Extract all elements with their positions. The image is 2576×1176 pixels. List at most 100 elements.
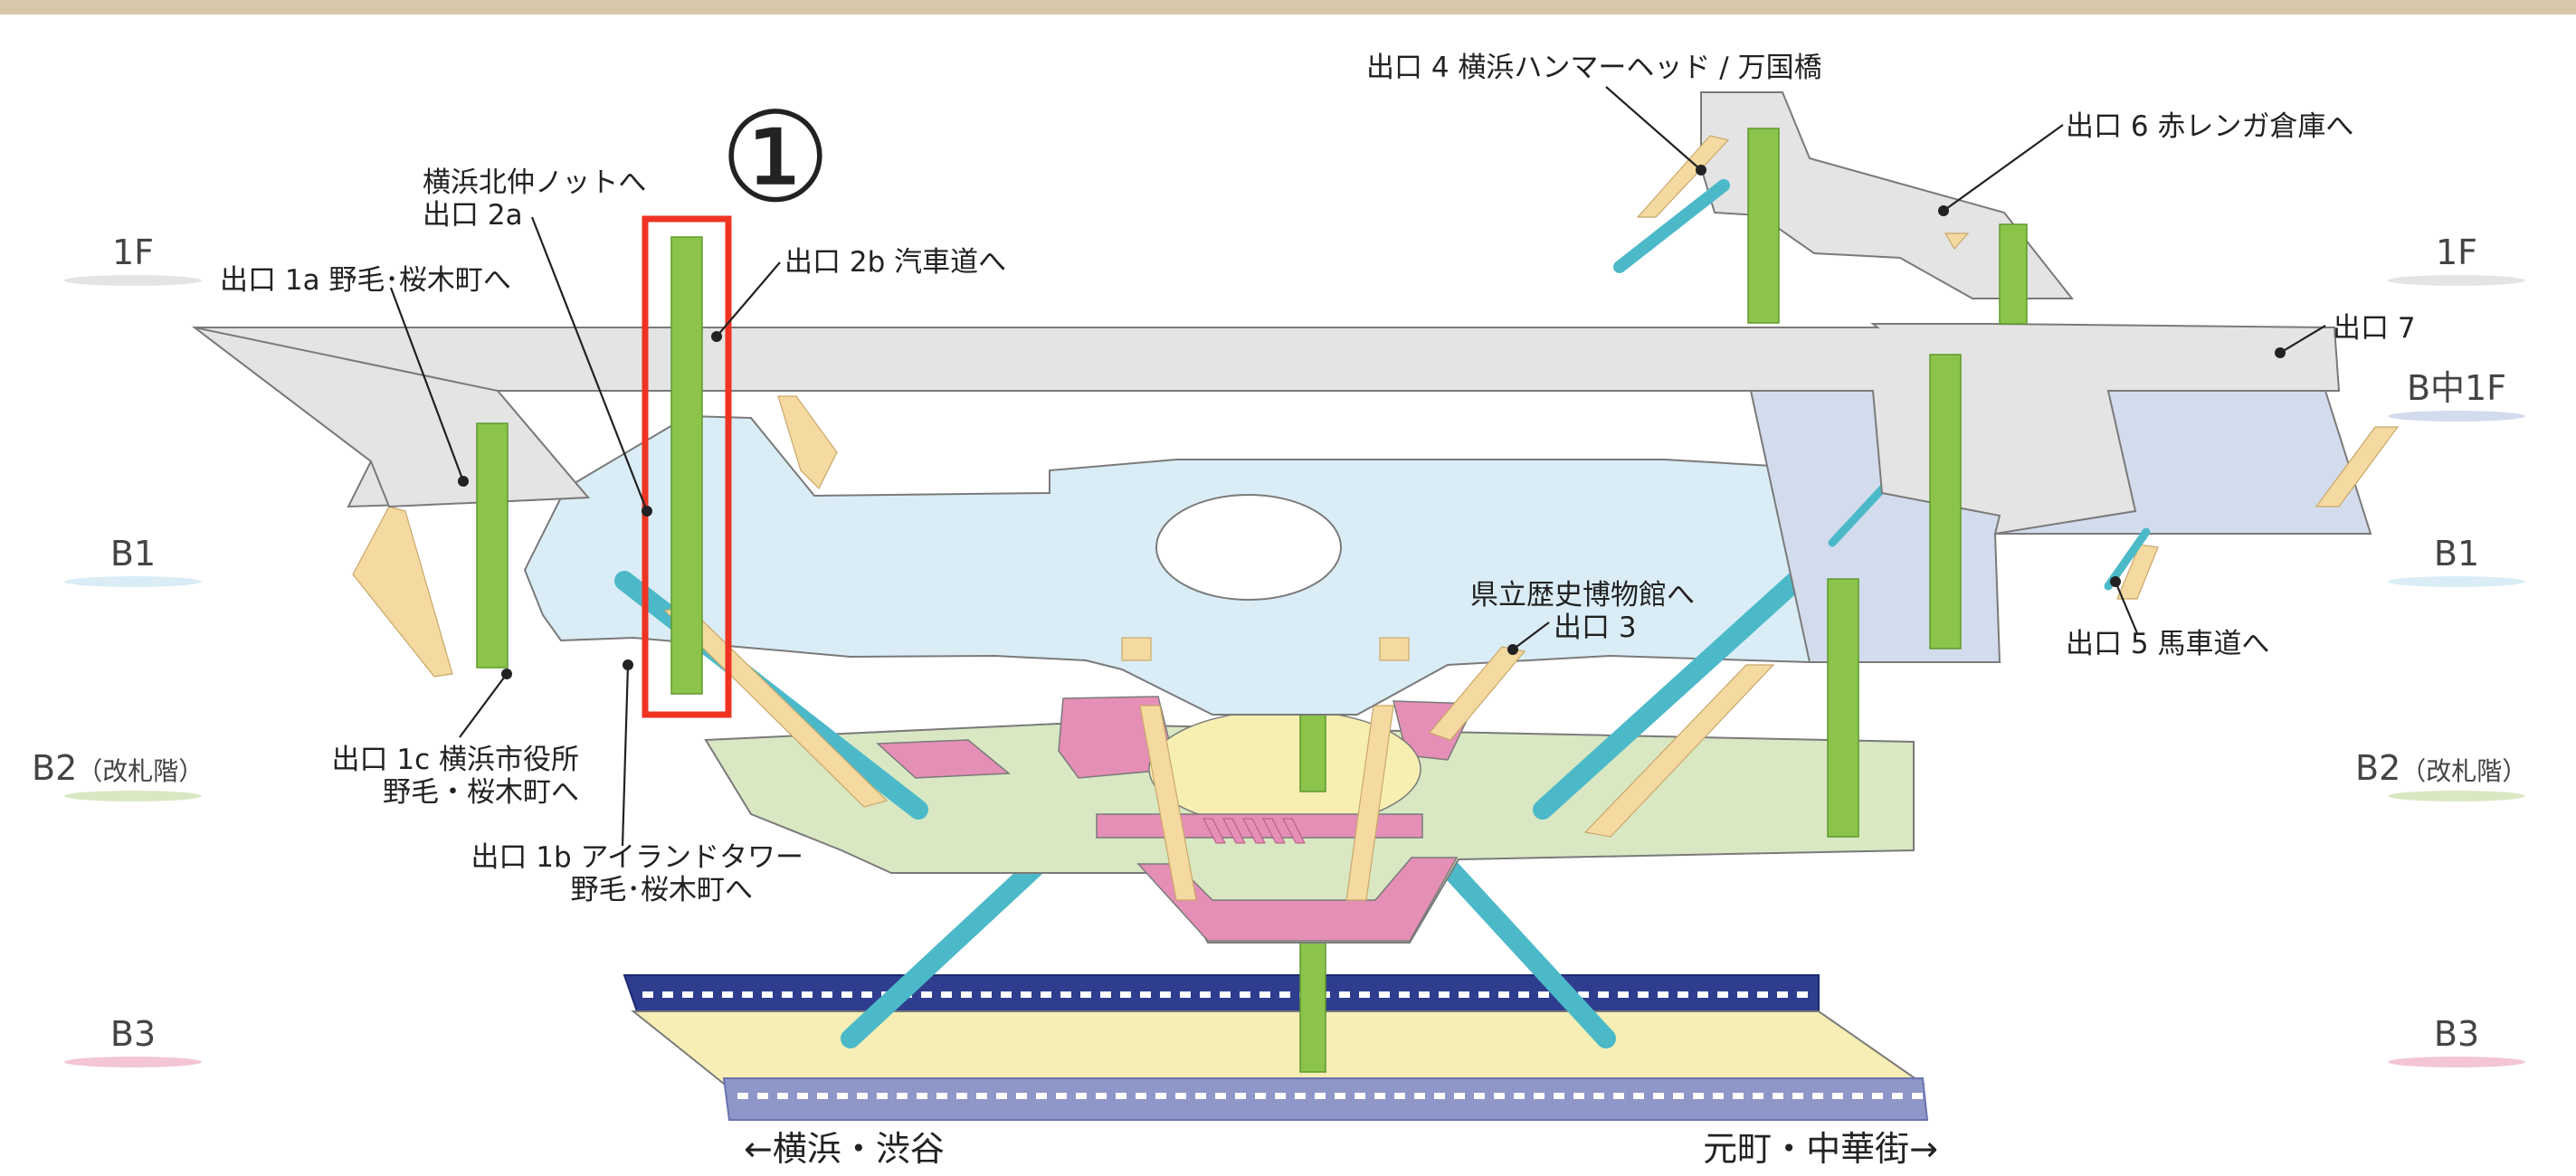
train-window [1753, 1093, 1763, 1099]
train-window [1777, 991, 1788, 998]
elevator-exit-1a [476, 422, 509, 669]
floor-label-1f-left: 1F [112, 232, 154, 272]
train-window [1116, 1093, 1126, 1099]
train-window [1041, 991, 1051, 998]
b1-b2-connectors [352, 506, 1820, 838]
train-window [1832, 1093, 1843, 1099]
train-window [1498, 991, 1509, 998]
train-window [802, 991, 813, 998]
train-window [1140, 991, 1151, 998]
exit-3-label-line1: 県立歴史博物館へ [1470, 579, 1695, 612]
elevator-b2-center [1299, 714, 1326, 792]
train-window [1180, 991, 1191, 998]
train-window [841, 991, 852, 998]
stairs-b1-mid-right [1379, 637, 1410, 661]
train-window [1160, 991, 1171, 998]
train-window [877, 1093, 888, 1099]
train-window [917, 1093, 927, 1099]
gate-area-upper-left [876, 739, 1011, 779]
train-window [1379, 991, 1390, 998]
stairs-b1-b2-right [1583, 664, 1775, 838]
escalator-b1-right [1533, 558, 1820, 820]
elevator-exit-6 [1999, 223, 2028, 325]
leader-lines [389, 86, 2326, 847]
dot-exit-4 [1696, 165, 1706, 175]
floor-pill-b3-left [64, 1057, 202, 1067]
train-window [861, 991, 872, 998]
train-window [1240, 991, 1250, 998]
train-window [1459, 991, 1469, 998]
train-window [742, 991, 753, 998]
floor-label-b1-left: B1 [110, 534, 156, 574]
floor-label-bmid-right: B中1F [2407, 368, 2506, 408]
exit-labels: 出口 1a 野毛･桜木町へ 横浜北仲ノットへ 出口 2a 出口 2b 汽車道へ … [220, 52, 2416, 906]
floor-label-b2-left-main: B2 [32, 748, 77, 788]
dot-exit-1c [501, 669, 512, 679]
train-window [1060, 991, 1071, 998]
train-window [1195, 1093, 1206, 1099]
train-window [1554, 1093, 1564, 1099]
train-window [1812, 1093, 1823, 1099]
floor-pill-b1-right [2388, 576, 2525, 587]
train-window [1578, 991, 1589, 998]
stairs-b2-right [1345, 705, 1394, 901]
train-window [1414, 1093, 1425, 1099]
train-window [1494, 1093, 1505, 1099]
floor-label-b2-right-sub: （改札階） [2400, 756, 2527, 786]
floor-label-b3-right: B3 [2434, 1014, 2479, 1054]
train-window [1315, 1093, 1326, 1099]
train-window [1892, 1093, 1903, 1099]
exit-1b-label-line1: 出口 1b アイランドタワー [471, 841, 803, 874]
train-window [1613, 1093, 1624, 1099]
train-window [1016, 1093, 1027, 1099]
train-window [1618, 991, 1629, 998]
train-lower-windows [737, 1093, 1923, 1099]
floor-pill-b2-left [64, 791, 202, 801]
exit-4-label: 出口 4 横浜ハンマーヘッド / 万国橋 [1366, 52, 1822, 84]
train-window [817, 1093, 828, 1099]
b2-concourse [704, 696, 1915, 944]
direction-right: 元町・中華街→ [1703, 1129, 1938, 1169]
train-window [941, 991, 952, 998]
train-window [996, 1093, 1007, 1099]
leader-exit-1b [621, 664, 630, 847]
leader-exit-3 [1512, 621, 1550, 650]
stairs-1f-exit-2b [777, 395, 838, 490]
elevators [476, 128, 2028, 838]
stairs-bmid-right [2315, 426, 2400, 507]
leader-exit-1c [459, 673, 508, 738]
train-window [1773, 1093, 1783, 1099]
top-band [0, 0, 2576, 14]
train-window [1001, 991, 1012, 998]
train-window [822, 991, 832, 998]
train-window [1136, 1093, 1146, 1099]
train-window [777, 1093, 788, 1099]
elevator-exit-2 [670, 236, 703, 695]
train-window [897, 1093, 908, 1099]
platform-b3 [631, 1010, 1926, 1085]
floor-pill-b2-right [2388, 791, 2525, 801]
leader-exit-6 [1943, 124, 2064, 212]
train-window [1335, 1093, 1345, 1099]
gate-tick [1242, 818, 1266, 844]
dot-exit-2a [642, 506, 652, 517]
exit-5-label: 出口 5 馬車道へ [2066, 628, 2269, 660]
floor-label-b2-left-sub: （改札階） [77, 756, 204, 786]
train-window [782, 991, 793, 998]
dot-exit-5 [2110, 576, 2121, 587]
train-window [1573, 1093, 1584, 1099]
train-window [1419, 991, 1430, 998]
train-window [1394, 1093, 1405, 1099]
train-window [1518, 991, 1529, 998]
train-window [762, 991, 773, 998]
exit-3-label-line2: 出口 3 [1554, 612, 1637, 644]
exit-1c-label-line2: 野毛・桜木町へ [383, 776, 579, 809]
train-window [1733, 1093, 1744, 1099]
train-window [682, 991, 693, 998]
dot-exit-7 [2275, 347, 2286, 358]
train-window [642, 991, 653, 998]
train-window [1593, 1093, 1604, 1099]
train-window [1478, 991, 1489, 998]
floor-pill-b3-right [2388, 1057, 2525, 1067]
train-window [1713, 1093, 1724, 1099]
